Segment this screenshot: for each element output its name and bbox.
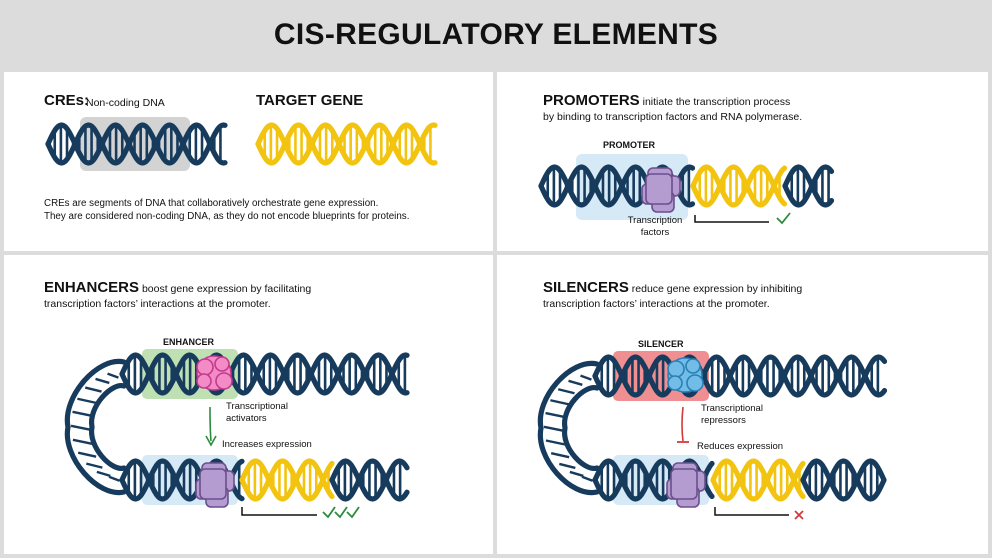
cre-panel-graphic xyxy=(45,117,438,171)
non-coding-label: Non-coding DNA xyxy=(86,97,165,109)
cre-description-1: CREs are segments of DNA that collaborat… xyxy=(44,198,379,209)
cres-label: CREs: xyxy=(44,92,90,109)
dna-loop xyxy=(64,358,127,496)
enhancer-description-1: ENHANCERS boost gene expression by facil… xyxy=(44,279,484,296)
activator-label-2: activators xyxy=(226,413,267,424)
promoter-panel: PROMOTERS initiate the transcription pro… xyxy=(497,72,988,251)
transcription-factor-icon xyxy=(666,462,706,508)
repressor-label-2: repressors xyxy=(701,415,746,426)
silencer-panel-graphic xyxy=(537,351,888,520)
activator-icon xyxy=(196,355,233,391)
target-gene-label: TARGET GENE xyxy=(256,92,364,109)
promoter-box-label: PROMOTER xyxy=(603,140,656,150)
promoter-line-1: initiate the transcription process xyxy=(642,96,791,108)
silencer-heading: SILENCERS xyxy=(543,279,629,296)
target-gene-helix xyxy=(255,122,438,166)
enhancer-panel: ENHANCERS boost gene expression by facil… xyxy=(4,255,493,554)
silencer-panel: SILENCERS reduce gene expression by inhi… xyxy=(497,255,988,554)
silencer-box-label: SILENCER xyxy=(638,339,684,349)
silencer-description-2: transcription factors’ interactions at t… xyxy=(543,298,770,310)
promoter-description-1: PROMOTERS initiate the transcription pro… xyxy=(543,92,983,109)
block-line xyxy=(681,406,684,442)
dna-loop xyxy=(537,360,600,496)
cre-panel: CREs: Non-coding DNA TARGET GENE CREs ar… xyxy=(4,72,493,251)
reduces-expression-label: Reduces expression xyxy=(697,441,784,452)
gene-bracket xyxy=(694,215,769,223)
repressor-icon xyxy=(667,357,704,393)
enhancer-dna-helix xyxy=(119,352,410,396)
increases-expression-label: Increases expression xyxy=(222,439,312,450)
gene-helix xyxy=(710,458,806,502)
arrow-head-icon xyxy=(205,435,217,447)
repressor-label-1: Transcriptional xyxy=(701,403,763,414)
cre-description-2: They are considered non-coding DNA, as t… xyxy=(44,211,410,222)
dna-tail-helix xyxy=(800,458,887,502)
dna-tail-helix xyxy=(329,458,410,502)
check-icon xyxy=(776,212,791,225)
transcription-factor-icon xyxy=(641,167,681,213)
silencer-description-1: SILENCERS reduce gene expression by inhi… xyxy=(543,279,983,296)
arrow-line xyxy=(209,406,212,442)
promoter-description-2: by binding to transcription factors and … xyxy=(543,111,803,123)
gene-helix xyxy=(690,164,788,208)
enhancer-description-2: transcription factors’ interactions at t… xyxy=(44,298,271,310)
enhancer-heading: ENHANCERS xyxy=(44,279,140,296)
cross-icon xyxy=(794,510,804,520)
tf-label-1: Transcription xyxy=(627,215,683,226)
triple-check-icon xyxy=(322,506,360,519)
gene-bracket xyxy=(241,507,317,516)
promoter-heading: PROMOTERS xyxy=(543,92,640,109)
gene-helix xyxy=(239,458,335,502)
page-title: CIS-REGULATORY ELEMENTS xyxy=(273,18,719,51)
tf-label-2: factors xyxy=(640,227,670,238)
gene-bracket xyxy=(714,507,789,516)
activator-label-1: Transcriptional xyxy=(226,401,288,412)
title-bar: CIS-REGULATORY ELEMENTS xyxy=(0,0,992,70)
enhancer-box-label: ENHANCER xyxy=(163,337,215,347)
non-coding-dna-helix xyxy=(45,122,228,166)
promoter-panel-graphic xyxy=(538,154,835,225)
silencer-dna-helix xyxy=(592,354,888,398)
enhancer-panel-graphic xyxy=(64,349,410,519)
enhancer-line-1: boost gene expression by facilitating xyxy=(141,283,312,295)
silencer-line-1: reduce gene expression by inhibiting xyxy=(631,283,803,295)
transcription-factor-icon xyxy=(195,462,235,508)
